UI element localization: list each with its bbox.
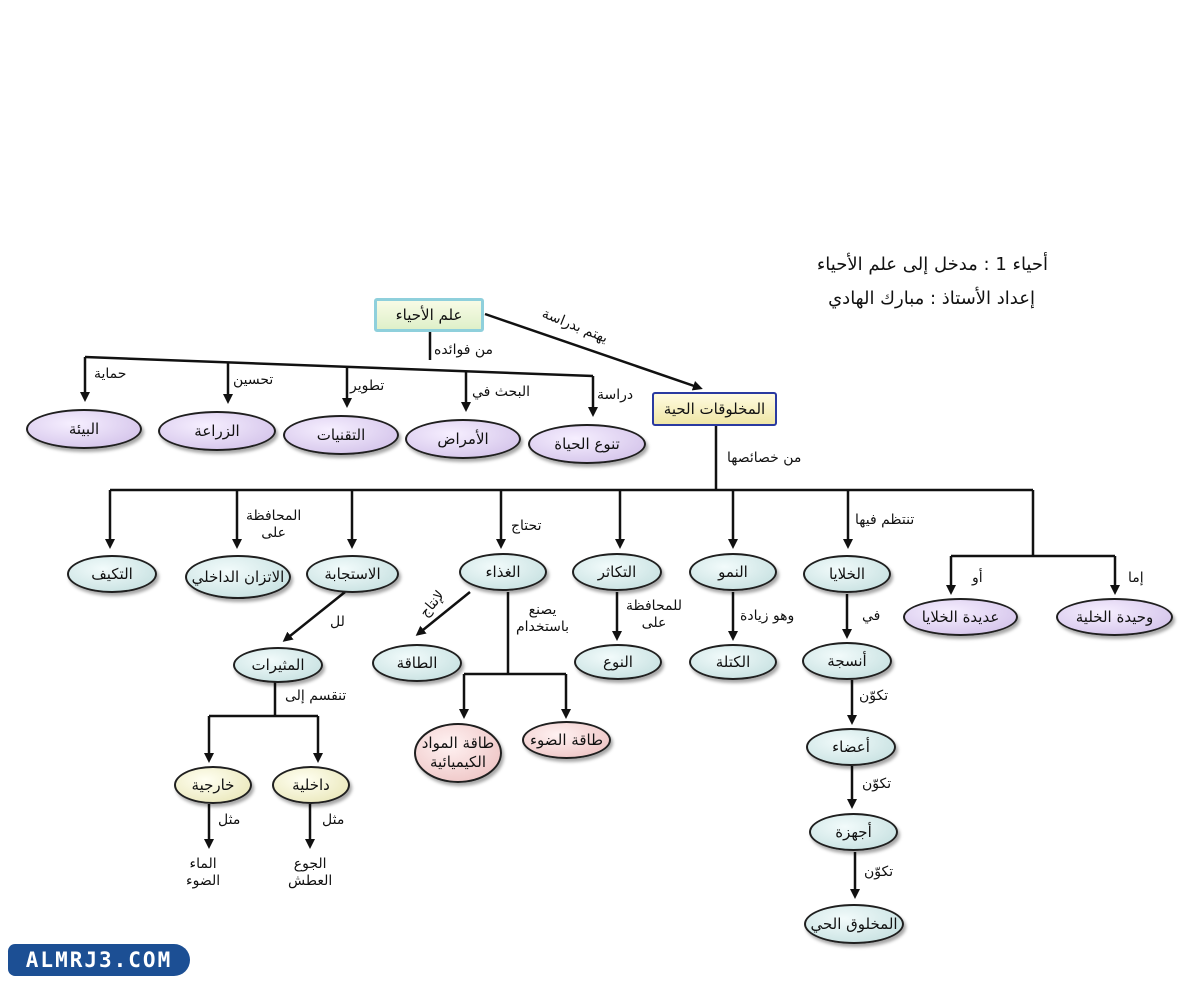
- label-for-preserve-line1: للمحافظة: [626, 598, 682, 614]
- node-technologies[interactable]: التقنيات: [283, 415, 399, 455]
- node-species[interactable]: النوع: [574, 644, 662, 680]
- node-multicellular[interactable]: عديدة الخلايا: [903, 598, 1018, 636]
- node-response[interactable]: الاستجابة: [306, 555, 399, 593]
- label-benefits: من فوائده: [434, 342, 494, 358]
- node-systems[interactable]: أجهزة: [809, 813, 898, 851]
- node-unicellular[interactable]: وحيدة الخلية: [1056, 598, 1173, 636]
- label-to: لل: [330, 614, 345, 630]
- label-form-3: تكوّن: [864, 864, 894, 880]
- chemical-energy-line1: طاقة المواد: [421, 734, 495, 753]
- node-cells[interactable]: الخلايا: [803, 555, 891, 593]
- node-food[interactable]: الغذاء: [459, 553, 547, 591]
- label-water-light: الماء الضوء: [186, 856, 220, 890]
- label-makes-line2: باستخدام: [516, 618, 570, 635]
- node-chemical-energy[interactable]: طاقة المواد الكيميائية: [414, 723, 502, 783]
- node-tissues[interactable]: أنسجة: [802, 642, 892, 680]
- label-divided-into: تنقسم إلى: [285, 688, 347, 704]
- label-or: أو: [972, 570, 983, 586]
- label-makes-line1: يصنع: [528, 602, 557, 618]
- label-needs: تحتاج: [511, 518, 542, 534]
- label-form-2: تكوّن: [862, 776, 892, 792]
- label-protection: حماية: [94, 366, 127, 382]
- edge-response-stimuli: [282, 591, 346, 642]
- label-preserve-line2: على: [261, 524, 286, 541]
- label-thirst: العطش: [288, 872, 333, 889]
- label-study: دراسة: [597, 387, 634, 403]
- node-light-energy[interactable]: طاقة الضوء: [522, 721, 611, 759]
- title-line: أحياء 1 : مدخل إلى علم الأحياء: [816, 254, 1048, 275]
- label-form-1: تكوّن: [859, 688, 889, 704]
- edge-root-living: [484, 312, 703, 391]
- label-in: في: [862, 608, 881, 624]
- benefits-bus: [84, 355, 594, 378]
- label-development: تطوير: [350, 378, 385, 394]
- node-environment[interactable]: البيئة: [26, 409, 142, 449]
- author-line: إعداد الأستاذ : مبارك الهادي: [828, 288, 1035, 309]
- label-either: إما: [1128, 570, 1144, 586]
- label-hunger-thirst: الجوع العطش: [288, 856, 332, 890]
- label-improvement: تحسين: [233, 372, 274, 388]
- label-preserve-line1: المحافظة: [246, 508, 302, 524]
- node-organism[interactable]: المخلوق الحي: [804, 904, 904, 944]
- label-mass-increase: وهو زيادة: [740, 608, 795, 624]
- node-diseases[interactable]: الأمراض: [405, 419, 521, 459]
- label-organized-in: تنتظم فيها: [855, 512, 915, 528]
- label-for-preserve-line2: على: [641, 614, 667, 631]
- node-external[interactable]: خارجية: [174, 766, 252, 804]
- label-example-1: مثل: [218, 812, 241, 828]
- label-example-2: مثل: [322, 812, 345, 828]
- label-water: الماء: [189, 856, 217, 872]
- node-homeostasis[interactable]: الاتزان الداخلي: [185, 555, 291, 599]
- root-node[interactable]: علم الأحياء: [374, 298, 484, 332]
- site-logo[interactable]: ALMRJ3.COM: [8, 944, 190, 976]
- node-energy[interactable]: الطاقة: [372, 644, 462, 682]
- label-research: البحث في: [472, 384, 530, 400]
- label-characteristics: من خصائصها: [727, 450, 802, 466]
- label-hunger: الجوع: [293, 856, 327, 872]
- node-mass[interactable]: الكتلة: [689, 644, 777, 680]
- node-agriculture[interactable]: الزراعة: [158, 411, 276, 451]
- label-for-preserve: للمحافظة على: [626, 598, 682, 632]
- node-internal[interactable]: داخلية: [272, 766, 350, 804]
- node-growth[interactable]: النمو: [689, 553, 777, 591]
- node-adaptation[interactable]: التكيف: [67, 555, 157, 593]
- node-life-diversity[interactable]: تنوع الحياة: [528, 424, 646, 464]
- chemical-energy-line2: الكيميائية: [429, 753, 487, 771]
- living-organisms-node[interactable]: المخلوقات الحية: [652, 392, 777, 426]
- label-preserve: المحافظة على: [246, 508, 301, 542]
- node-reproduction[interactable]: التكاثر: [572, 553, 662, 591]
- edge-food-energy: [415, 591, 471, 636]
- node-stimuli[interactable]: المثيرات: [233, 647, 323, 683]
- label-light: الضوء: [186, 872, 221, 889]
- label-makes: يصنع باستخدام: [516, 602, 569, 636]
- node-organs[interactable]: أعضاء: [806, 728, 896, 766]
